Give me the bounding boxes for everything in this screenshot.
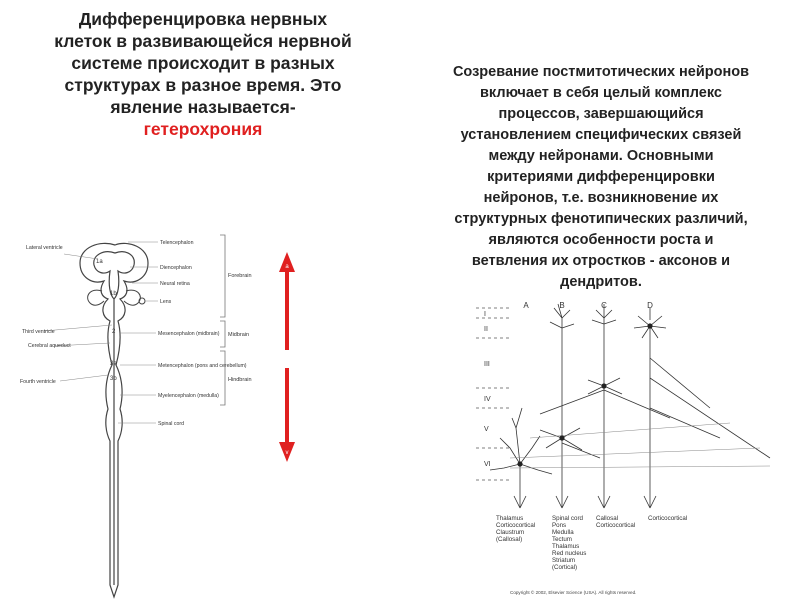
description-line: нейронов, т.е. возникновение их (418, 188, 784, 209)
neuron-b (540, 304, 600, 508)
label-lateral-ventricle: Lateral ventricle (26, 245, 63, 251)
title-line: клеток в развивающейся нервной (18, 30, 388, 52)
target-label: Callosal (596, 515, 618, 522)
layer-label: II (484, 326, 488, 333)
layer-label: I (484, 311, 486, 318)
segment-label: 1a (96, 259, 103, 265)
layer-label: V (484, 426, 489, 433)
description-line: установлением специфических связей (418, 125, 784, 146)
layer-labels: I II III IV V VI (484, 311, 491, 468)
label-telencephalon: Telencephalon (160, 240, 194, 246)
description-line: являются особенности роста и (418, 230, 784, 251)
target-label: Thalamus (552, 543, 579, 550)
column-label: A (523, 301, 529, 310)
label-third-ventricle: Third ventricle (22, 329, 55, 335)
arrow-mark: v (286, 450, 289, 456)
description-line: структурных фенотипических различий, (418, 209, 784, 230)
target-label: (Cortical) (552, 564, 577, 571)
target-label: Corticocortical (648, 515, 687, 522)
label-forebrain: Forebrain (228, 273, 252, 279)
neural-tube-diagram: 1a 1b 2 3a 3b Lateral ventricle Third ve… (20, 225, 280, 600)
description-line: дендритов. (418, 272, 784, 293)
column-label: B (559, 301, 564, 310)
target-labels: Thalamus Corticocortical Claustrum (Call… (496, 515, 687, 571)
target-label: Thalamus (496, 515, 523, 522)
label-neural-retina: Neural retina (160, 281, 190, 287)
cortex-neurons-diagram: I II III IV V VI A B C D (470, 298, 790, 600)
description-text: Созревание постмитотических нейронов вкл… (418, 62, 784, 293)
label-cerebral-aqueduct: Cerebral aqueduct (28, 343, 71, 349)
segment-label: 2 (112, 329, 116, 335)
layer-label: IV (484, 396, 491, 403)
target-label: Tectum (552, 536, 572, 543)
label-fourth-ventricle: Fourth ventricle (20, 379, 56, 385)
slide-title: Дифференцировка нервных клеток в развива… (18, 8, 388, 140)
label-metencephalon: Metencephalon (pons and cerebellum) (158, 363, 247, 369)
label-leader-lines (44, 242, 158, 423)
segment-label: 1b (110, 291, 117, 297)
label-mesencephalon: Mesencephalon (midbrain) (158, 331, 220, 337)
axon-fibers (510, 423, 770, 468)
label-lens: Lens (160, 299, 172, 305)
arrow-down: v (279, 368, 295, 462)
label-spinal-cord: Spinal cord (158, 421, 184, 427)
description-line: ветвления их отростков - аксонов и (418, 251, 784, 272)
target-label: Red nucleus (552, 550, 586, 557)
neuron-a (490, 408, 552, 508)
copyright-text: Copyright © 2002, Elsevier Science (USA)… (510, 589, 636, 595)
description-line: критериями дифференцировки (418, 167, 784, 188)
description-line: Созревание постмитотических нейронов (418, 62, 784, 83)
segment-label: 3a (110, 361, 117, 367)
layer-label: VI (484, 461, 491, 468)
description-line: между нейронами. Основными (418, 146, 784, 167)
title-line: структурах в разное время. Это (18, 74, 388, 96)
red-double-arrow: a v (277, 250, 297, 465)
target-label: Claustrum (496, 529, 524, 536)
title-accent-term: гетерохрония (18, 118, 388, 140)
arrow-up: a (279, 252, 295, 350)
segment-label: 3b (110, 376, 117, 382)
neuron-somas (517, 323, 652, 466)
label-myelencephalon: Myelencephalon (medulla) (158, 393, 219, 399)
layer-boundaries (476, 308, 510, 480)
title-line: явление называется- (18, 96, 388, 118)
target-label: Pons (552, 522, 566, 529)
target-label: Spinal cord (552, 515, 584, 522)
title-line: Дифференцировка нервных (18, 8, 388, 30)
left-labels: Lateral ventricle Third ventricle Cerebr… (20, 245, 71, 385)
target-label: (Callosal) (496, 536, 522, 543)
layer-label: III (484, 361, 490, 368)
title-line: системе происходит в разных (18, 52, 388, 74)
neuron-d (634, 308, 770, 508)
column-labels: A B C D (523, 301, 653, 310)
target-label: Corticocortical (596, 522, 635, 529)
neuron-c (540, 304, 670, 508)
description-line: включает в себя целый комплекс (418, 83, 784, 104)
label-midbrain: Midbrain (228, 332, 249, 338)
target-label: Striatum (552, 557, 575, 564)
target-label: Medulla (552, 529, 574, 536)
label-hindbrain: Hindbrain (228, 377, 252, 383)
description-line: процессов, завершающийся (418, 104, 784, 125)
target-label: Corticocortical (496, 522, 535, 529)
region-brackets (220, 235, 225, 405)
label-diencephalon: Diencephalon (160, 265, 192, 271)
